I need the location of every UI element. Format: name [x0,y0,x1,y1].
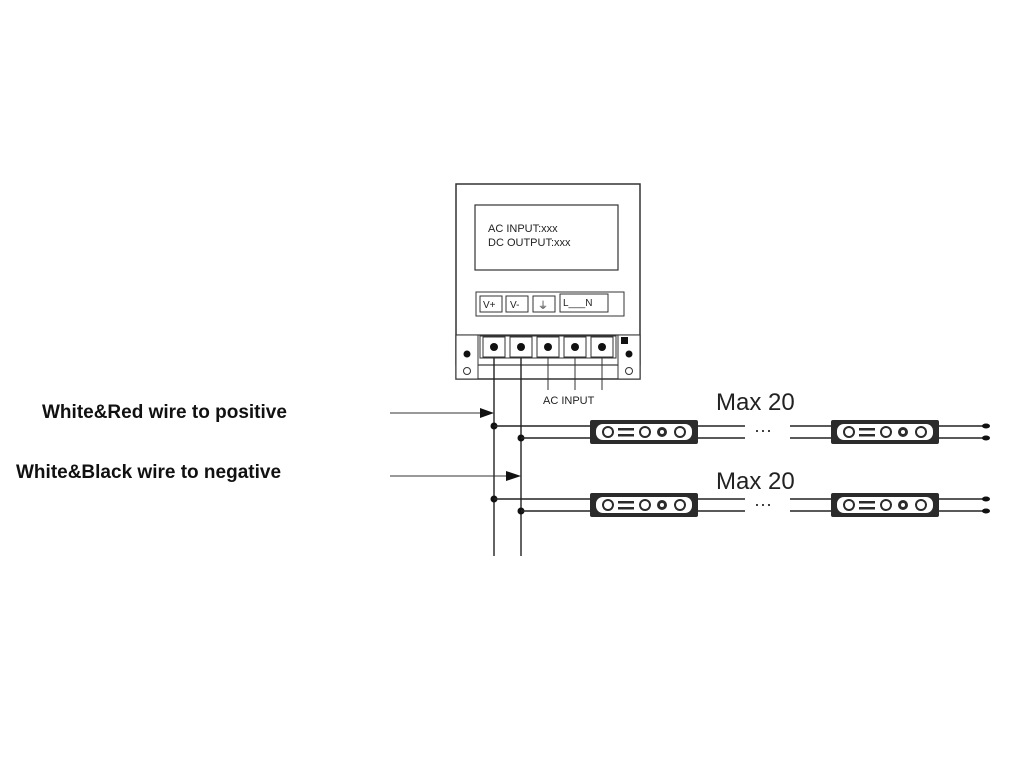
ln-label: L___N [563,298,592,309]
callout-negative: White&Black wire to negative [16,462,521,483]
led-module [831,420,939,444]
ln-label-box [559,293,609,313]
ac-input-label: AC INPUT [543,395,595,407]
negative-arrowhead-icon [506,471,521,481]
vminus-label: V- [510,300,519,311]
power-supply: AC INPUT:xxx DC OUTPUT:xxx V+ V- ⏚ L___N [455,183,641,380]
positive-arrowhead-icon [480,408,494,418]
ground-label-box [532,295,556,313]
chain-ellipsis: ··· [754,494,772,514]
ac-input-spec: AC INPUT:xxx [488,223,558,235]
callout-positive: White&Red wire to positive [42,402,494,423]
vplus-label: V+ [483,300,496,311]
led-module [590,493,698,517]
positive-wire-label: White&Red wire to positive [42,402,287,423]
led-chain-2: Max 20 ··· [490,468,990,517]
max-count-label: Max 20 [716,389,795,416]
dc-bus [493,358,522,556]
led-module [590,420,698,444]
led-module [831,493,939,517]
terminal-screws [482,336,614,358]
ground-icon: ⏚ [538,300,548,312]
vminus-label-box [505,295,529,313]
chain-ellipsis: ··· [754,420,772,440]
negative-wire-label: White&Black wire to negative [16,462,281,483]
ac-input-leads: AC INPUT [543,358,603,407]
max-count-label: Max 20 [716,468,795,495]
dc-output-spec: DC OUTPUT:xxx [488,237,571,249]
spec-label-panel [474,204,619,271]
vplus-label-box [479,295,503,313]
led-chain-1: Max 20 ··· [490,389,990,444]
